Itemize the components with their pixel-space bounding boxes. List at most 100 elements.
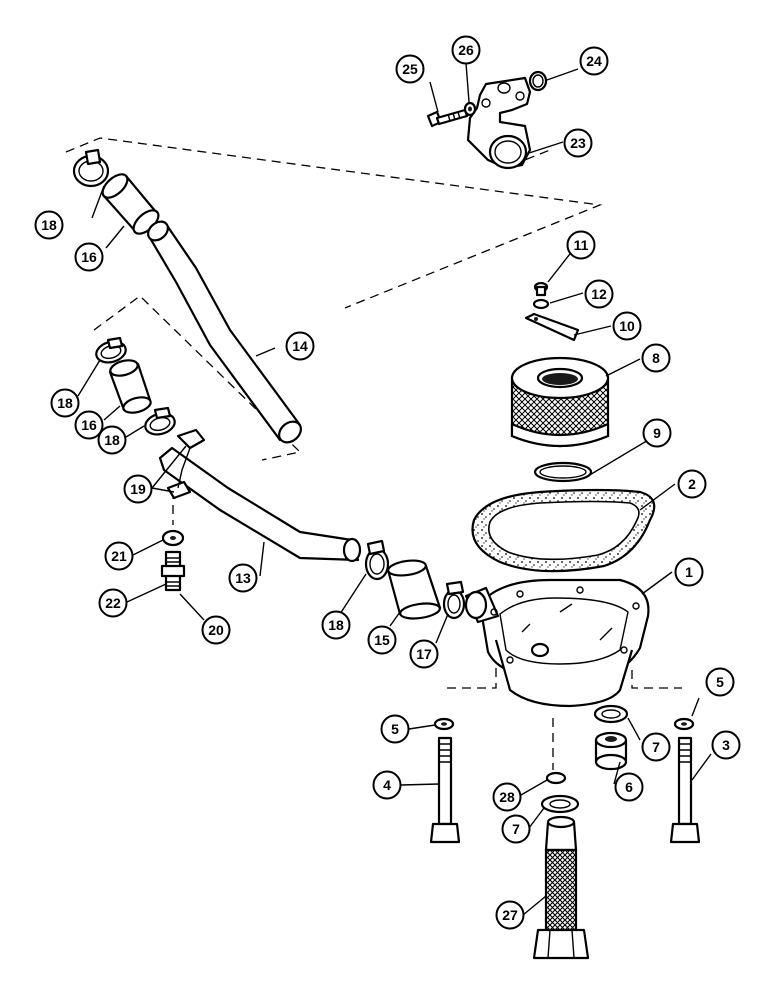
callout-5-right-label: 5 <box>716 674 724 690</box>
callout-16-mid: 16 <box>74 410 104 440</box>
hose-clamp-18-top <box>72 148 110 188</box>
callout-22-label: 22 <box>105 595 121 611</box>
callout-12-label: 12 <box>591 286 607 302</box>
callout-27-label: 27 <box>502 907 518 923</box>
washer-5-left <box>433 717 455 731</box>
o-ring-28 <box>545 771 567 785</box>
callout-28-label: 28 <box>499 789 515 805</box>
screw-11 <box>533 281 549 297</box>
callout-12: 12 <box>584 279 614 309</box>
stud-22 <box>160 550 186 592</box>
callout-5-left-label: 5 <box>391 721 399 737</box>
callout-4-label: 4 <box>383 777 391 793</box>
bolt-25 <box>426 108 469 128</box>
washer-5-right <box>673 717 695 731</box>
callout-8-label: 8 <box>652 350 660 366</box>
callout-13: 13 <box>228 563 258 593</box>
callout-26: 26 <box>451 35 481 65</box>
callout-5-right: 5 <box>705 667 735 697</box>
callout-22: 22 <box>98 588 128 618</box>
callout-7-upper: 7 <box>641 732 671 762</box>
callout-18-top: 18 <box>34 210 64 240</box>
callout-23-label: 23 <box>570 135 586 151</box>
callout-17-label: 17 <box>416 646 432 662</box>
callout-17: 17 <box>409 639 439 669</box>
seal-ring-9 <box>533 461 593 483</box>
callout-18-lower-label: 18 <box>104 432 120 448</box>
washer-26 <box>463 101 477 117</box>
callout-16-mid-label: 16 <box>81 417 97 433</box>
callout-2: 2 <box>677 469 707 499</box>
callout-11-label: 11 <box>574 237 589 253</box>
callout-15: 15 <box>367 625 397 655</box>
callout-20: 20 <box>201 615 231 645</box>
o-ring-24 <box>528 70 548 92</box>
callout-4: 4 <box>372 770 402 800</box>
callout-1-label: 1 <box>685 564 693 580</box>
bolt-4 <box>429 736 461 844</box>
callout-8: 8 <box>641 343 671 373</box>
callout-20-label: 20 <box>208 622 224 638</box>
callout-18-right-label: 18 <box>328 617 344 633</box>
callout-28: 28 <box>492 782 522 812</box>
callout-9-label: 9 <box>653 425 661 441</box>
bolt-3 <box>669 736 701 844</box>
callout-24: 24 <box>579 46 609 76</box>
callout-3-label: 3 <box>722 737 730 753</box>
callout-16-top: 16 <box>74 242 104 272</box>
callout-6: 6 <box>614 772 644 802</box>
callout-6-label: 6 <box>625 779 633 795</box>
filter-element-8 <box>510 356 610 448</box>
callout-23: 23 <box>563 128 593 158</box>
gasket-2 <box>471 488 656 573</box>
hose-clamp-18-mid <box>95 336 127 364</box>
callout-25: 25 <box>395 54 425 84</box>
callout-18-right: 18 <box>321 610 351 640</box>
callout-5-left: 5 <box>380 714 410 744</box>
sealing-washer-7-lower <box>540 794 580 814</box>
callout-21-label: 21 <box>111 548 127 564</box>
callout-2-label: 2 <box>688 476 696 492</box>
callout-18-mid: 18 <box>50 388 80 418</box>
drain-plug-6 <box>594 731 628 771</box>
drain-fitting-27 <box>532 815 590 960</box>
air-cleaner-housing-1 <box>464 578 650 708</box>
elbow-outlet-23 <box>466 76 532 170</box>
callout-7-lower: 7 <box>501 814 531 844</box>
callout-9: 9 <box>642 418 672 448</box>
callout-3: 3 <box>711 730 741 760</box>
callout-1: 1 <box>674 557 704 587</box>
callout-15-label: 15 <box>374 632 390 648</box>
callout-25-label: 25 <box>402 61 418 77</box>
callout-14-label: 14 <box>292 338 308 354</box>
leader-lines <box>77 62 712 916</box>
callout-27: 27 <box>495 900 525 930</box>
callout-18-mid-label: 18 <box>57 395 73 411</box>
callout-11: 11 <box>566 230 596 260</box>
washer-21 <box>161 529 185 547</box>
callout-7-upper-label: 7 <box>652 739 660 755</box>
intake-tube-13 <box>158 446 362 563</box>
lockwasher-12 <box>532 298 550 310</box>
callout-19-label: 19 <box>130 481 146 497</box>
hose-sleeve-16-top <box>101 173 160 235</box>
callout-18-top-label: 18 <box>41 217 57 233</box>
mounting-bracket-19 <box>166 428 206 500</box>
sealing-washer-7-upper <box>593 704 629 724</box>
callout-13-label: 13 <box>235 570 251 586</box>
callout-7-lower-label: 7 <box>512 821 520 837</box>
callout-10-label: 10 <box>619 318 635 334</box>
callout-16-top-label: 16 <box>81 249 97 265</box>
callout-10: 10 <box>612 311 642 341</box>
hose-sleeve-15 <box>386 559 442 620</box>
hose-clamp-17 <box>442 580 466 620</box>
callout-19: 19 <box>123 474 153 504</box>
callout-14: 14 <box>285 331 315 361</box>
intake-tube-14 <box>147 220 302 444</box>
hose-clamp-18-lower <box>144 406 176 436</box>
retainer-strap-10 <box>524 312 580 342</box>
callout-18-lower: 18 <box>97 425 127 455</box>
hose-clamp-18-right <box>364 539 390 581</box>
callout-26-label: 26 <box>458 42 474 58</box>
